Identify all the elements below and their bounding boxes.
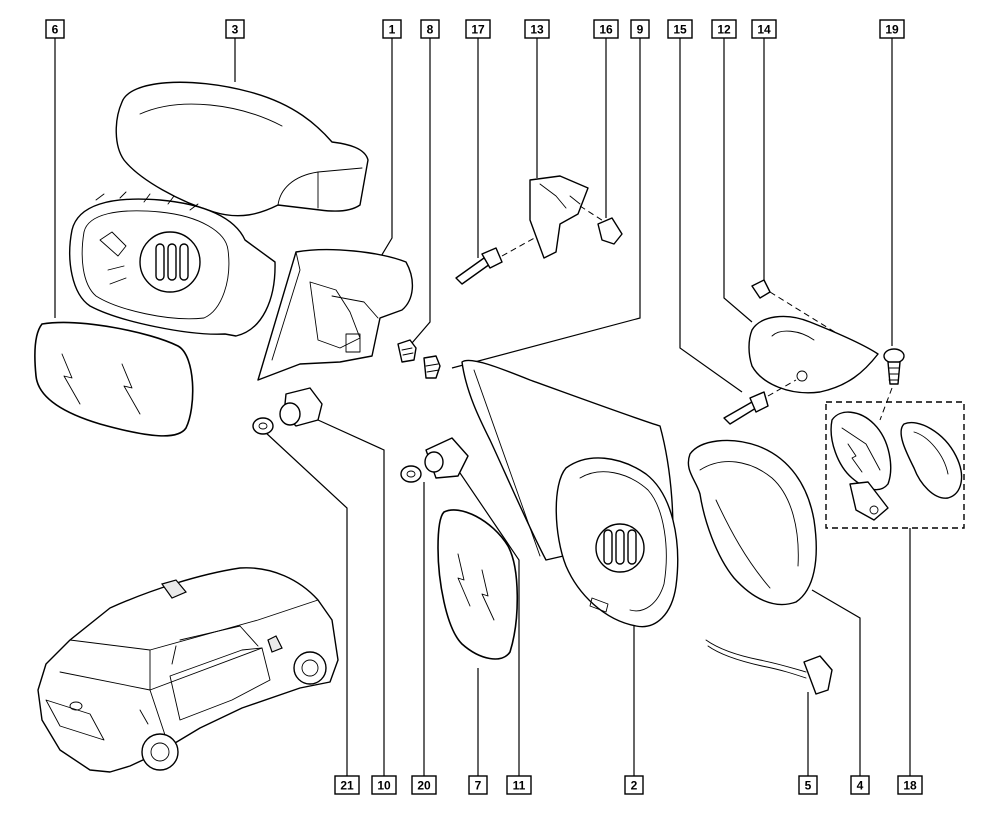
screw-part-14 xyxy=(751,279,771,299)
callout-2: 2 xyxy=(624,775,644,795)
mirror-glass-part-7 xyxy=(437,509,519,660)
callout-7: 7 xyxy=(468,775,488,795)
callout-label: 8 xyxy=(427,23,434,37)
clip-part-16 xyxy=(597,217,623,245)
callout-label: 15 xyxy=(673,23,687,37)
callout-11: 11 xyxy=(506,775,532,795)
callout-label: 4 xyxy=(857,779,864,793)
screw-part-19 xyxy=(879,348,905,421)
callout-label: 10 xyxy=(377,779,391,793)
rivet-part-17 xyxy=(455,235,539,285)
callout-label: 18 xyxy=(903,779,917,793)
connector-part-11 xyxy=(424,437,469,479)
callout-label: 13 xyxy=(530,23,544,37)
mirror-carrier-part-2 xyxy=(461,359,679,628)
callout-14: 14 xyxy=(751,19,777,39)
callout-label: 5 xyxy=(805,779,812,793)
callout-3: 3 xyxy=(225,19,245,39)
callout-label: 12 xyxy=(717,23,731,37)
callout-15: 15 xyxy=(667,19,693,39)
mirror-housing xyxy=(69,191,276,337)
callout-label: 17 xyxy=(471,23,485,37)
callout-9: 9 xyxy=(630,19,650,39)
cover-shell-part-3 xyxy=(115,81,369,217)
connector-part-10 xyxy=(279,387,323,427)
callout-label: 3 xyxy=(232,23,239,37)
callout-17: 17 xyxy=(465,19,491,39)
screw-part-8 xyxy=(397,339,417,363)
callout-16: 16 xyxy=(593,19,619,39)
callout-label: 19 xyxy=(885,23,899,37)
callout-label: 6 xyxy=(52,23,59,37)
car-illustration xyxy=(37,567,339,773)
lamp-assembly-part-18 xyxy=(825,401,965,529)
callout-label: 11 xyxy=(513,779,526,793)
callout-label: 9 xyxy=(637,23,644,37)
callout-label: 1 xyxy=(389,23,396,37)
callout-label: 7 xyxy=(475,779,482,793)
callout-20: 20 xyxy=(411,775,437,795)
callout-19: 19 xyxy=(879,19,905,39)
bracket-part-13 xyxy=(529,175,609,259)
callout-label: 14 xyxy=(757,23,771,37)
washer-part-21 xyxy=(252,417,274,435)
callout-12: 12 xyxy=(711,19,737,39)
mirror-glass-part-6 xyxy=(34,321,194,437)
callout-label: 21 xyxy=(340,779,354,793)
callout-label: 20 xyxy=(417,779,431,793)
callout-18: 18 xyxy=(897,775,923,795)
cover-cap-part-12 xyxy=(748,291,879,394)
leader-lines xyxy=(54,38,911,776)
callout-label: 16 xyxy=(599,23,613,37)
callout-10: 10 xyxy=(371,775,397,795)
callout-5: 5 xyxy=(798,775,818,795)
mirror-base-part-1 xyxy=(257,248,413,381)
callout-6: 6 xyxy=(45,19,65,39)
screw-part-9 xyxy=(423,355,441,379)
wire-part-5 xyxy=(705,639,833,695)
callout-label: 2 xyxy=(631,779,638,793)
callout-21: 21 xyxy=(334,775,360,795)
callout-8: 8 xyxy=(420,19,440,39)
callout-13: 13 xyxy=(524,19,550,39)
callout-1: 1 xyxy=(382,19,402,39)
rivet-part-15 xyxy=(723,379,797,425)
housing-cover-part-4 xyxy=(687,439,817,606)
callout-4: 4 xyxy=(850,775,870,795)
washer-part-20 xyxy=(400,465,422,483)
